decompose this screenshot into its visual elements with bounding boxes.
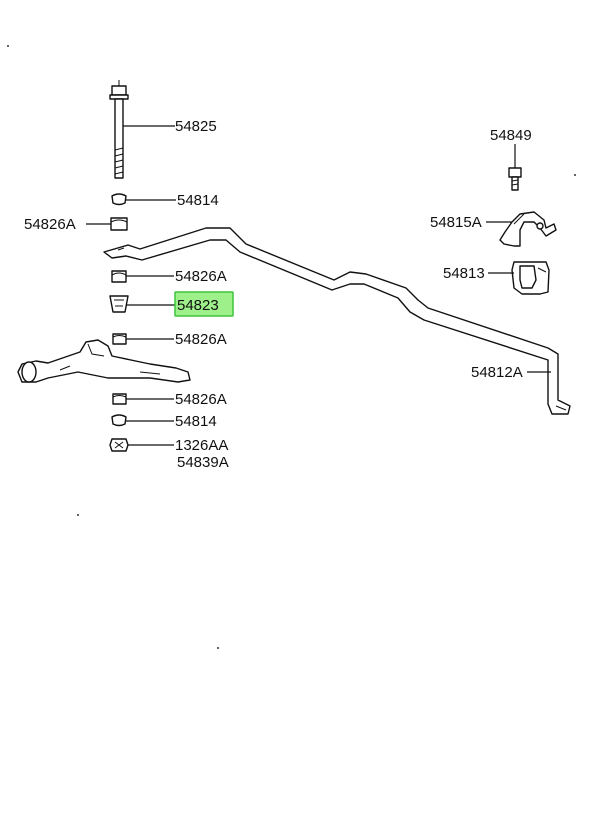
bushing-54826a-mid-part[interactable] xyxy=(112,333,127,345)
bushing-54826a-left-part[interactable] xyxy=(110,217,128,231)
lower-control-arm-part[interactable] xyxy=(17,339,191,383)
bolt-54825-part[interactable] xyxy=(109,80,129,179)
label-54826a-left[interactable]: 54826A xyxy=(24,216,76,233)
scan-dot xyxy=(77,514,79,516)
label-1326aa[interactable]: 1326AA xyxy=(175,437,228,454)
bushing-54823-part[interactable] xyxy=(109,295,129,313)
label-54839a[interactable]: 54839A xyxy=(177,454,229,471)
washer-54814-bottom-part[interactable] xyxy=(111,414,127,427)
label-54813[interactable]: 54813 xyxy=(443,265,485,282)
label-54823[interactable]: 54823 xyxy=(177,297,219,314)
label-54826a-lower[interactable]: 54826A xyxy=(175,391,227,408)
stabilizer-bar-part[interactable] xyxy=(103,227,571,415)
label-54812a[interactable]: 54812A xyxy=(471,364,523,381)
scan-dot xyxy=(574,174,576,176)
label-54814-bottom[interactable]: 54814 xyxy=(175,413,217,430)
scan-dot xyxy=(217,647,219,649)
label-54814-top[interactable]: 54814 xyxy=(177,192,219,209)
bracket-bolt-54849-part[interactable] xyxy=(508,167,522,191)
highlight-box-54823[interactable] xyxy=(174,291,234,317)
bushing-54826a-upper-part[interactable] xyxy=(111,270,127,283)
label-54815a[interactable]: 54815A xyxy=(430,214,482,231)
label-54826a-upper[interactable]: 54826A xyxy=(175,268,227,285)
bracket-bushing-54813-part[interactable] xyxy=(511,261,550,295)
washer-54814-top-part[interactable] xyxy=(111,193,127,206)
label-54826a-mid[interactable]: 54826A xyxy=(175,331,227,348)
scan-dot xyxy=(7,45,9,47)
nut-1326aa-part[interactable] xyxy=(109,438,129,452)
label-54825[interactable]: 54825 xyxy=(175,118,217,135)
bracket-54815a-part[interactable] xyxy=(499,211,557,247)
bushing-54826a-lower-part[interactable] xyxy=(112,393,127,405)
label-54849[interactable]: 54849 xyxy=(490,127,532,144)
